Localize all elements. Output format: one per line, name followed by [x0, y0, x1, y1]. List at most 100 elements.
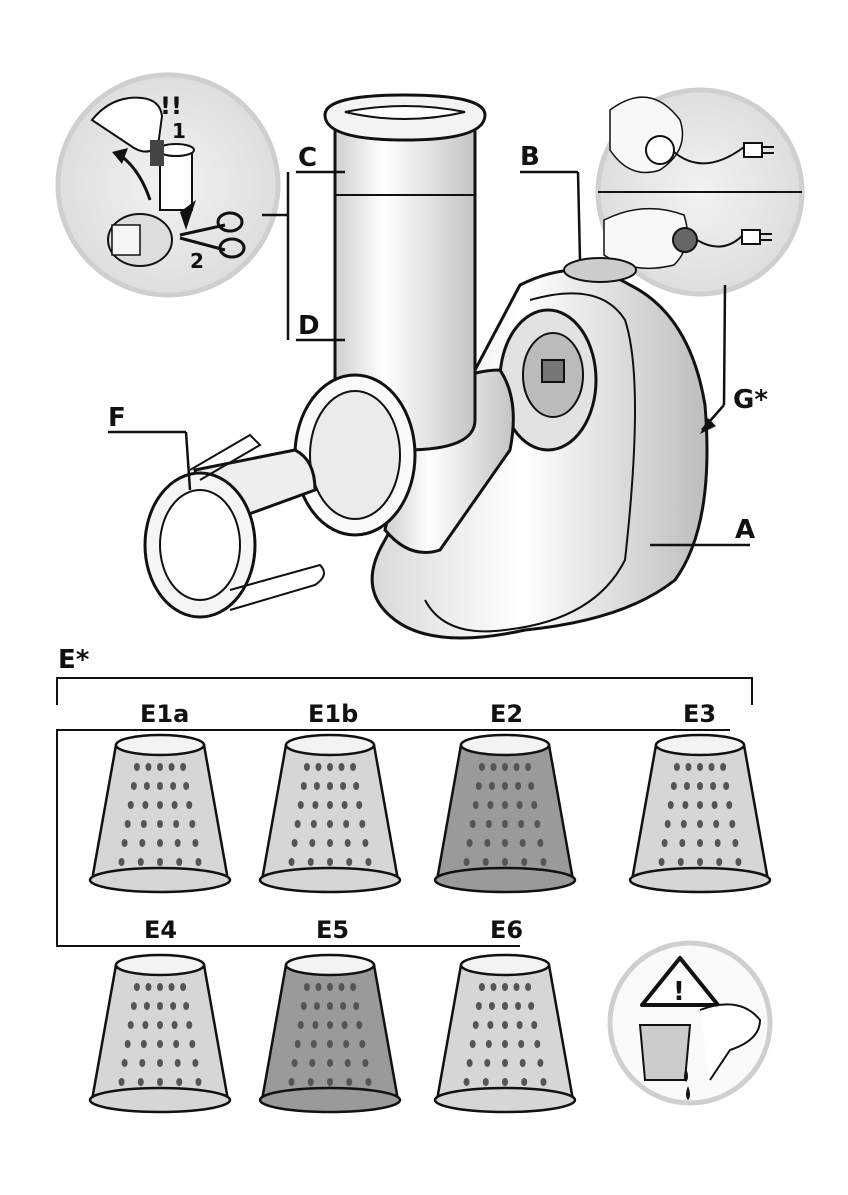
- grater-hole: [659, 858, 665, 866]
- grater-hole: [327, 839, 333, 847]
- warning-exclamation: !: [673, 977, 685, 1007]
- cone-label: E3: [683, 700, 716, 728]
- grater-hole: [157, 763, 163, 771]
- grater-hole: [712, 801, 718, 809]
- grater-hole: [195, 1078, 201, 1086]
- grater-hole: [486, 1040, 492, 1048]
- grater-hole: [144, 1002, 150, 1010]
- cone-top: [116, 955, 204, 975]
- grater-hole: [502, 801, 508, 809]
- inset-warning-text: !!: [160, 92, 182, 120]
- grater-hole: [679, 839, 685, 847]
- grater-hole: [186, 801, 192, 809]
- grater-hole: [128, 801, 134, 809]
- grater-hole: [684, 782, 690, 790]
- grater-hole: [157, 1078, 163, 1086]
- grater-hole: [343, 1040, 349, 1048]
- grater-hole: [309, 1059, 315, 1067]
- grater-hole: [312, 801, 318, 809]
- grater-hole: [134, 763, 140, 771]
- grater-hole: [735, 858, 741, 866]
- grater-hole: [301, 782, 307, 790]
- cone-label: E6: [490, 916, 523, 944]
- grater-hole: [479, 763, 485, 771]
- inset-step-2: 2: [190, 249, 204, 273]
- grater-hole: [525, 983, 531, 991]
- grater-hole: [697, 820, 703, 828]
- grater-hole: [484, 1059, 490, 1067]
- grater-hole: [289, 1078, 295, 1086]
- grater-hole: [312, 1021, 318, 1029]
- grater-hole: [142, 1021, 148, 1029]
- cone-base: [435, 1088, 575, 1112]
- grater-hole: [327, 983, 333, 991]
- grater-hole: [173, 820, 179, 828]
- grater-hole: [520, 839, 526, 847]
- grater-hole: [157, 801, 163, 809]
- grater-hole: [502, 782, 508, 790]
- grater-hole: [365, 1078, 371, 1086]
- unpack-inset: !! 1 2: [58, 75, 278, 295]
- grater-hole: [467, 839, 473, 847]
- grater-hole: [671, 782, 677, 790]
- grater-hole: [521, 1078, 527, 1086]
- grater-hole: [134, 983, 140, 991]
- grater-hole: [487, 1021, 493, 1029]
- grater-hole: [515, 1002, 521, 1010]
- grater-hole: [157, 858, 163, 866]
- grater-hole: [697, 858, 703, 866]
- label-d: D: [298, 311, 320, 341]
- grater-hole: [710, 782, 716, 790]
- label-f: F: [108, 403, 126, 433]
- grater-hole: [346, 1078, 352, 1086]
- grater-hole: [304, 763, 310, 771]
- grater-hole: [502, 983, 508, 991]
- cone-label: E1a: [140, 700, 189, 728]
- grater-hole: [308, 1078, 314, 1086]
- grater-hole: [309, 839, 315, 847]
- grater-hole: [292, 1059, 298, 1067]
- warning-inset: !: [610, 943, 770, 1103]
- cone-top: [461, 955, 549, 975]
- label-b: B: [520, 142, 540, 172]
- grater-hole: [518, 820, 524, 828]
- grater-hole: [122, 839, 128, 847]
- grater-hole: [176, 1078, 182, 1086]
- grater-hole: [665, 820, 671, 828]
- grater-hole: [540, 1078, 546, 1086]
- grater-hole: [726, 801, 732, 809]
- cone-label: E4: [144, 916, 177, 944]
- grater-hole: [131, 1002, 137, 1010]
- cone-top: [656, 735, 744, 755]
- grater-hole: [292, 839, 298, 847]
- grater-hole: [176, 858, 182, 866]
- grater-hole: [540, 858, 546, 866]
- grater-hole: [142, 801, 148, 809]
- grater-hole: [308, 858, 314, 866]
- grater-hole: [685, 763, 691, 771]
- grater-hole: [678, 858, 684, 866]
- grater-hole: [128, 1021, 134, 1029]
- grater-hole: [138, 1078, 144, 1086]
- grater-hole: [144, 782, 150, 790]
- grater-hole: [345, 839, 351, 847]
- grater-hole: [350, 983, 356, 991]
- grater-hole: [502, 1021, 508, 1029]
- grater-hole: [139, 839, 145, 847]
- grater-hole: [327, 1059, 333, 1067]
- grater-hole: [520, 1059, 526, 1067]
- grater-hole: [470, 820, 476, 828]
- grater-hole: [339, 763, 345, 771]
- grater-hole: [668, 801, 674, 809]
- grater-hole: [295, 1040, 301, 1048]
- grater-hole: [515, 782, 521, 790]
- grater-hole: [353, 782, 359, 790]
- grater-hole: [716, 858, 722, 866]
- cone-top: [286, 735, 374, 755]
- cone-label: E1b: [308, 700, 358, 728]
- grater-hole: [141, 1040, 147, 1048]
- grater-hole: [304, 983, 310, 991]
- label-c: C: [298, 143, 317, 173]
- grater-hole: [502, 1040, 508, 1048]
